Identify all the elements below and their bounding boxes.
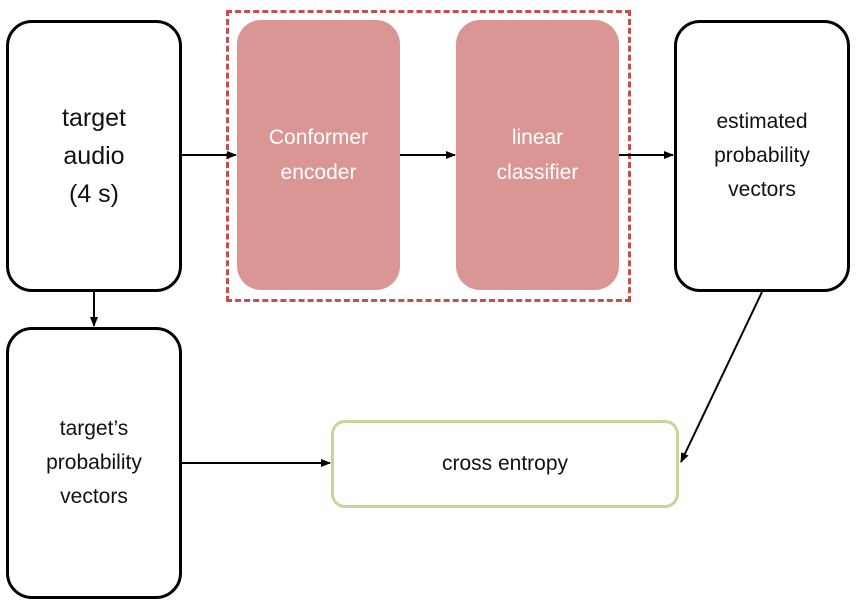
target-audio-line-1: target: [62, 104, 126, 132]
target-prob-line-2: probability: [46, 451, 142, 474]
classifier-line-2: classifier: [496, 161, 579, 184]
linear-classifier-box: linear classifier: [456, 20, 619, 290]
estimated-probability-box: estimated probability vectors: [674, 20, 850, 292]
cross-entropy-box: cross entropy: [331, 420, 679, 508]
conformer-encoder-box: Conformer encoder: [237, 20, 400, 290]
target-audio-line-2: audio: [63, 142, 125, 170]
estimated-line-3: vectors: [728, 178, 796, 201]
cross-entropy-label: cross entropy: [441, 452, 569, 475]
arrow-estimated-to-loss: [680, 291, 763, 463]
target-prob-line-1: target’s: [59, 417, 129, 440]
target-audio-line-3: (4 s): [69, 180, 119, 208]
target-probability-box: target’s probability vectors: [6, 327, 182, 599]
target-audio-box: target audio (4 s): [6, 20, 182, 292]
conformer-line-1: Conformer: [268, 126, 369, 149]
classifier-line-1: linear: [511, 126, 564, 149]
conformer-line-2: encoder: [280, 161, 357, 184]
target-prob-line-3: vectors: [60, 485, 128, 508]
estimated-line-2: probability: [714, 144, 810, 167]
estimated-line-1: estimated: [716, 110, 808, 133]
